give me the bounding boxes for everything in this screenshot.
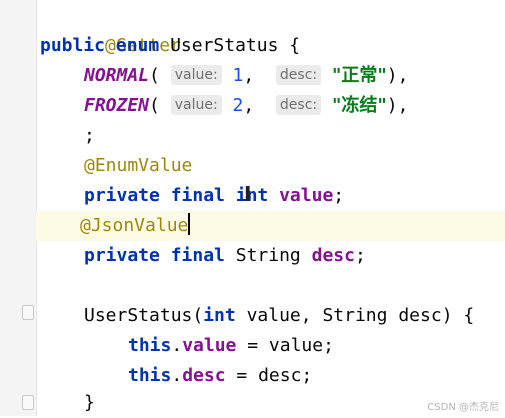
annotation-getter: @Getter <box>105 35 181 56</box>
watermark: CSDN @杰克尼 <box>427 402 499 413</box>
constructor-name: UserStatus <box>84 305 193 326</box>
code-line-7: private final int value; <box>84 181 344 211</box>
enum-name: UserStatus <box>170 35 279 56</box>
string-literal: "正常" <box>331 65 387 86</box>
paren-close: ) <box>441 305 453 326</box>
paren-close: ), <box>386 65 409 86</box>
annotation-enumvalue: @EnumValue <box>84 155 193 176</box>
keyword-private: private <box>84 185 160 206</box>
code-line-2: public enum UserStatus { <box>40 31 300 61</box>
keyword-int: int <box>235 185 269 206</box>
open-brace: { <box>463 305 475 326</box>
paren-open: ( <box>192 305 204 326</box>
semicolon: ; <box>354 245 366 266</box>
dot: . <box>171 365 183 386</box>
open-brace: { <box>289 35 301 56</box>
code-line-4: FROZEN( value: 2, desc: "冻结"), <box>84 91 408 121</box>
string-literal: "冻结" <box>331 95 387 116</box>
field-value: value <box>279 185 334 206</box>
comma: , <box>243 95 255 116</box>
parameter-hint-desc: desc: <box>275 65 322 85</box>
code-line-9: private final String desc; <box>84 241 366 271</box>
code-line-5: ; <box>84 121 95 151</box>
param-desc: desc <box>398 305 442 326</box>
code-line-1: @Getter <box>40 1 181 56</box>
parameter-hint-value: value: <box>170 65 222 85</box>
keyword-enum: enum <box>115 35 160 56</box>
paren-open: ( <box>149 95 160 116</box>
keyword-public: public <box>40 35 106 56</box>
keyword-final: final <box>170 245 225 266</box>
code-line-14: } <box>84 388 95 418</box>
text-cursor-icon: I <box>244 182 252 206</box>
editor-gutter <box>0 0 37 416</box>
fold-marker-icon[interactable] <box>22 395 34 410</box>
annotation-jsonvalue: @JsonValue <box>80 215 189 236</box>
paren-open: ( <box>149 65 160 86</box>
paren-close: ), <box>386 95 409 116</box>
param-value: value, <box>246 305 312 326</box>
type-string: String <box>235 245 301 266</box>
field-desc: desc <box>182 365 226 386</box>
parameter-hint-desc: desc: <box>275 95 322 115</box>
number-literal: 1 <box>232 65 244 86</box>
field-value: value <box>182 335 237 356</box>
keyword-int: int <box>203 305 236 326</box>
code-line-11: UserStatus(int value, String desc) { <box>84 301 474 331</box>
code-line-12: this.value = value; <box>128 331 334 361</box>
code-line-6: @EnumValue <box>84 151 192 181</box>
field-desc: desc <box>311 245 355 266</box>
keyword-final: final <box>170 185 225 206</box>
assignment: = desc; <box>225 365 313 386</box>
comma: , <box>243 65 255 86</box>
code-line-3: NORMAL( value: 1, desc: "正常"), <box>84 61 408 91</box>
enum-constant-frozen: FROZEN <box>84 95 150 116</box>
keyword-private: private <box>84 245 160 266</box>
code-line-8-current: @JsonValue <box>36 211 505 241</box>
fold-marker-icon[interactable] <box>22 305 34 320</box>
code-line-13: this.desc = desc; <box>128 361 312 391</box>
enum-constant-normal: NORMAL <box>84 65 150 86</box>
close-brace: } <box>84 392 95 413</box>
text-caret <box>188 213 191 235</box>
type-string: String <box>322 305 388 326</box>
number-literal: 2 <box>232 95 244 116</box>
parameter-hint-value: value: <box>170 95 222 115</box>
dot: . <box>171 335 183 356</box>
semicolon: ; <box>333 185 345 206</box>
assignment: = value; <box>236 335 334 356</box>
keyword-this: this <box>128 335 172 356</box>
keyword-this: this <box>128 365 172 386</box>
semicolon: ; <box>84 125 95 146</box>
